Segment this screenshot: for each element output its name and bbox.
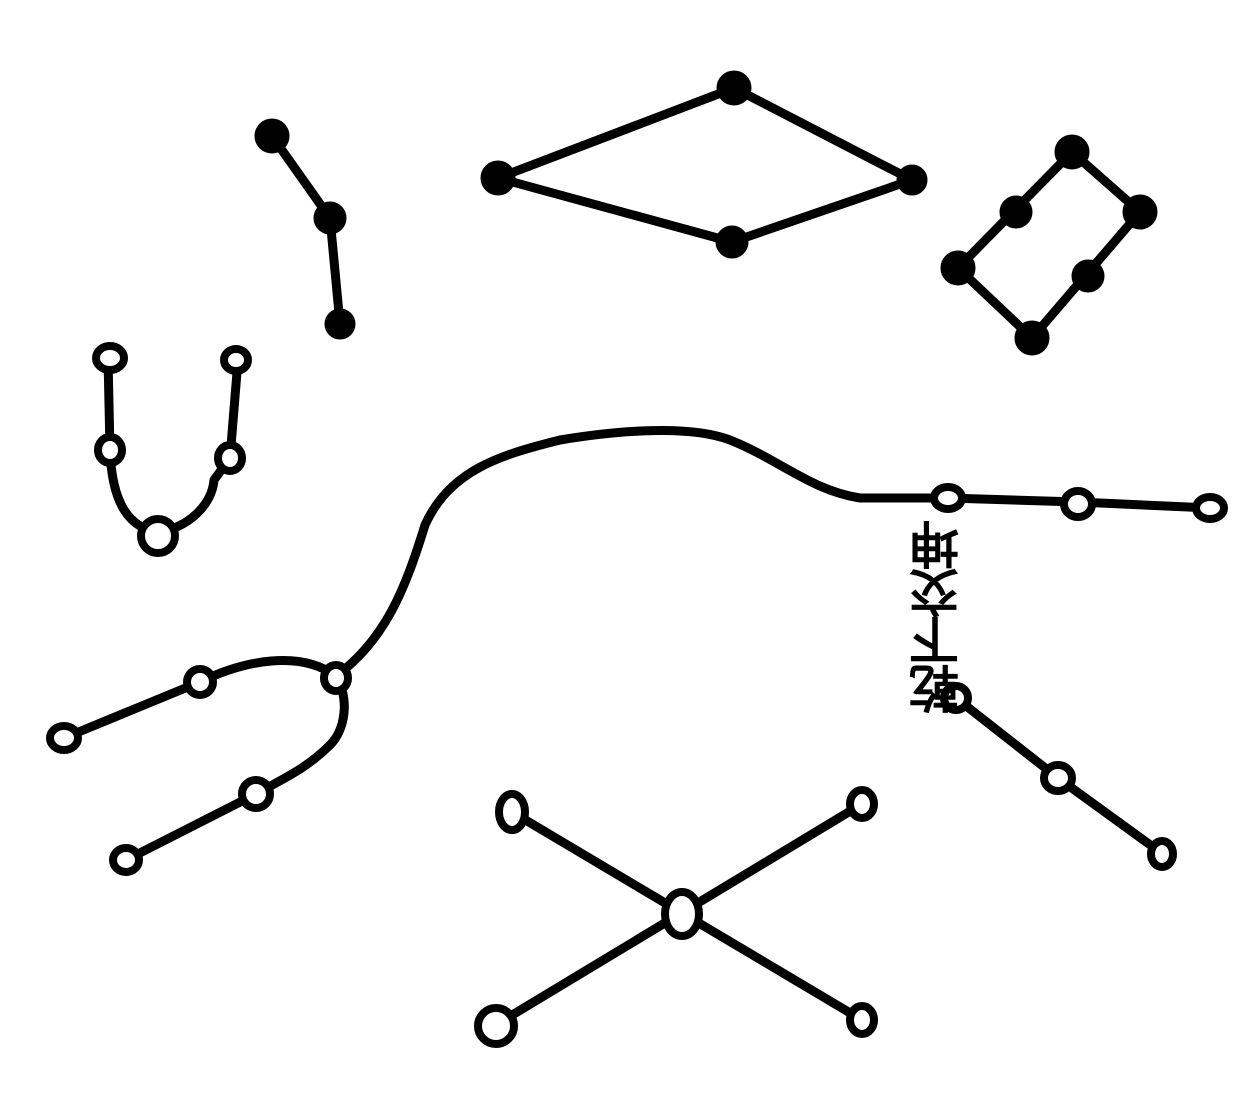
- diagram-caption: 乾下交坤: [908, 522, 967, 714]
- open-star: [46, 722, 82, 754]
- filled-star: [1071, 259, 1105, 293]
- open-star: [1060, 487, 1096, 521]
- filled-star: [896, 164, 928, 196]
- filled-star: [1014, 320, 1050, 356]
- open-star: [1040, 761, 1076, 795]
- filled-star: [940, 250, 976, 286]
- rhombus-line: [493, 83, 917, 247]
- open-star: [1147, 837, 1177, 871]
- rectangle-line: [953, 147, 1145, 343]
- filled-star: [716, 70, 752, 106]
- filled-star: [1122, 194, 1158, 230]
- open-star: [109, 844, 143, 876]
- open-star: [846, 1002, 878, 1038]
- open-star: [220, 345, 252, 375]
- connector-lines: [59, 83, 1215, 1031]
- filled-stars: [254, 70, 1158, 356]
- winding-line: [59, 426, 1215, 743]
- filled-star: [254, 118, 290, 154]
- filled-star: [999, 195, 1033, 229]
- open-star: [94, 433, 126, 467]
- open-star: [214, 441, 246, 475]
- open-star: [1192, 493, 1228, 523]
- open-star: [930, 483, 966, 513]
- filled-star: [480, 160, 516, 196]
- filled-star: [715, 225, 749, 259]
- filled-star: [324, 308, 356, 340]
- open-star: [495, 790, 529, 834]
- filled-star: [1054, 134, 1090, 170]
- open-star: [661, 888, 703, 940]
- open-star: [137, 515, 179, 557]
- open-star: [320, 661, 352, 695]
- open-star: [940, 682, 972, 714]
- open-star: [183, 665, 217, 699]
- open-stars: [46, 342, 1228, 1048]
- u-shape-line: [103, 353, 243, 537]
- open-star: [846, 786, 878, 822]
- open-star: [92, 342, 128, 374]
- open-star: [238, 776, 274, 812]
- filled-star: [313, 201, 347, 235]
- open-star: [474, 1004, 518, 1048]
